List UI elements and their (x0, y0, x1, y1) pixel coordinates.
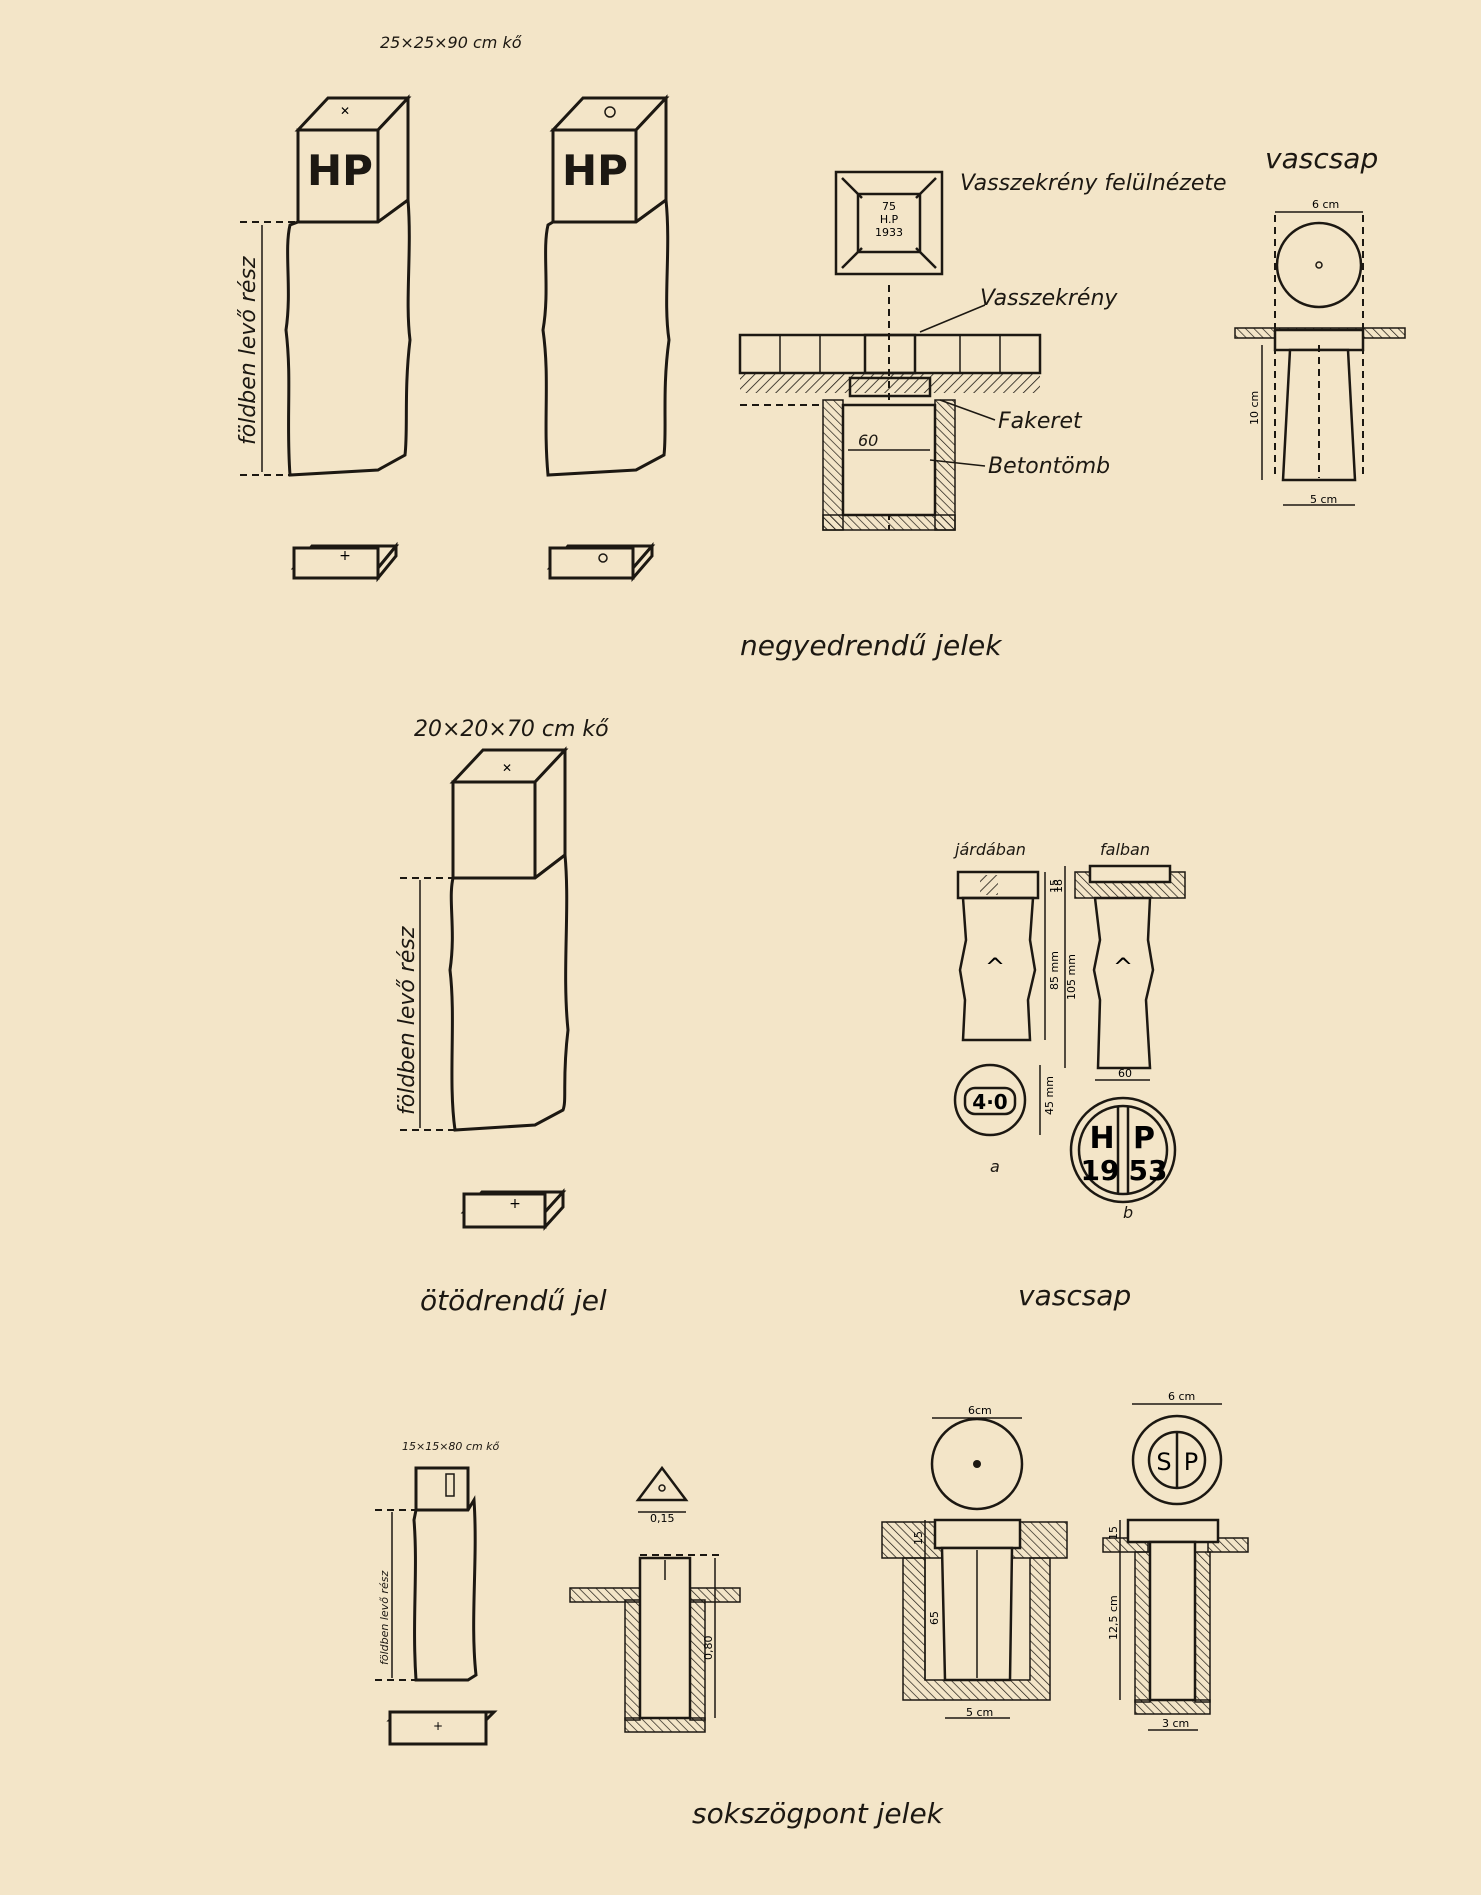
arrow-mark-icon: ^ (985, 953, 1005, 981)
wood-frame-label: Fakeret (998, 409, 1083, 434)
dim-105mm: 105 mm (1065, 954, 1078, 1000)
plate-b-53: 53 (1129, 1154, 1168, 1187)
hp-label-left: HP (307, 146, 373, 195)
dim-18: 18 (1052, 879, 1065, 893)
poly-base-1: 5 cm (966, 1706, 993, 1719)
poly-dim-65: 65 (928, 1611, 941, 1625)
poly-pin-top-2: 6 cm (1168, 1390, 1195, 1403)
pin-base-dim: 5 cm (1310, 493, 1337, 506)
poly-dim-15a: 15 (912, 1531, 925, 1545)
iron-box-top-view-label: Vasszekrény felülnézete (960, 171, 1227, 196)
iron-box-label: Vasszekrény (980, 286, 1118, 311)
cross-mark-icon: + (509, 1196, 521, 1212)
tri-dim: 0,15 (650, 1512, 675, 1525)
dim-45mm: 45 mm (1043, 1076, 1056, 1115)
cross-mark-icon: + (339, 548, 351, 564)
pin-height-dim: 10 cm (1248, 391, 1261, 425)
fourth-order-stone-circle: HP (541, 94, 671, 477)
base-stone-cross: + (290, 541, 400, 583)
box-plate-line-2: H.P (880, 213, 899, 226)
base-stone-poly: + (386, 1710, 498, 1746)
cross-mark-icon: ✕ (502, 761, 512, 775)
caption-5th-order: ötödrendű jel (420, 1284, 607, 1317)
fourth-order-stone-cross: ✕ HP (284, 94, 412, 477)
poly-pin-sp: 6 cm S P 15 12,5 cm 3 cm (1102, 1390, 1249, 1731)
iron-pin-title-top: vascsap (1265, 142, 1378, 175)
fifth-order-stone: ✕ (448, 746, 570, 1132)
box-plate-line-1: 75 (882, 200, 896, 213)
poly-pin-pavement: 6cm 15 65 5 cm (881, 1404, 1068, 1719)
post-depth: 0,80 (702, 1636, 715, 1661)
sub-a: a (990, 1157, 1000, 1176)
circle-mark-icon (604, 106, 616, 118)
buried-part-poly-label: földben levő rész (378, 1571, 391, 1665)
pin-top-dim: 6 cm (1312, 198, 1339, 211)
iron-pin-title-mid: vascsap (1018, 1279, 1131, 1312)
plate-a-text: 4·0 (972, 1090, 1007, 1114)
iron-pin-top-figure: 6 cm 10 cm 5 cm (1234, 198, 1406, 506)
iron-box-top-view: 75 H.P 1933 (834, 170, 944, 276)
buried-part-5th-dimension: földben levő rész (395, 877, 455, 1131)
poly-base-2: 3 cm (1162, 1717, 1189, 1730)
concrete-block-label: Betontömb (988, 454, 1110, 479)
stone-5th-size-label: 20×20×70 cm kő (414, 717, 609, 742)
arrow-mark-icon: ^ (1113, 953, 1133, 981)
triangle-post: 0,15 0,80 (569, 1465, 741, 1733)
iron-box-section: 60 (738, 285, 1042, 531)
sp-p: P (1184, 1448, 1198, 1476)
dim-85mm: 85 mm (1048, 951, 1061, 990)
dim-60: 60 (858, 431, 878, 450)
in-pavement-label: járdában (953, 840, 1026, 859)
poly-dim-125: 12,5 cm (1107, 1595, 1120, 1640)
hp-label-right: HP (562, 146, 628, 195)
circle-mark-icon (598, 553, 608, 563)
stone-4th-size-label: 25×25×90 cm kő (380, 33, 522, 52)
buried-part-dimension: földben levő rész (236, 221, 298, 476)
plate-b-19: 19 (1081, 1154, 1120, 1187)
caption-polygon-points: sokszögpont jelek (692, 1797, 945, 1830)
sp-s: S (1156, 1448, 1171, 1476)
plate-b: H P 19 53 b (1069, 1096, 1177, 1222)
plate-a: 4·0 45 mm a (953, 1063, 1056, 1176)
in-wall-label: falban (1100, 840, 1150, 859)
cross-mark-icon: ✕ (340, 104, 350, 118)
base-stone-circle (546, 541, 656, 583)
poly-stone-size-label: 15×15×80 cm kő (402, 1440, 500, 1453)
buried-part-label: földben levő rész (236, 256, 261, 445)
pin-in-wall: ^ 18 105 mm 60 (1052, 864, 1186, 1081)
polygon-point-stone: földben levő rész (375, 1466, 478, 1682)
sub-b: b (1123, 1203, 1133, 1222)
plate-b-p: P (1133, 1121, 1155, 1156)
buried-part-5th-label: földben levő rész (395, 926, 420, 1115)
dim-15: 15 (1048, 879, 1061, 893)
pin-in-pavement: ^ 15 85 mm (956, 870, 1061, 1042)
box-plate-line-3: 1933 (875, 226, 903, 239)
cross-mark-icon: + (433, 1719, 443, 1733)
base-stone-5th: + (460, 1188, 567, 1231)
dim-wall-60: 60 (1118, 1067, 1132, 1080)
poly-dim-15b: 15 (1107, 1526, 1120, 1540)
caption-4th-order: negyedrendű jelek (740, 629, 1003, 662)
poly-pin-top-1: 6cm (968, 1404, 992, 1417)
plate-b-h: H (1089, 1121, 1114, 1156)
